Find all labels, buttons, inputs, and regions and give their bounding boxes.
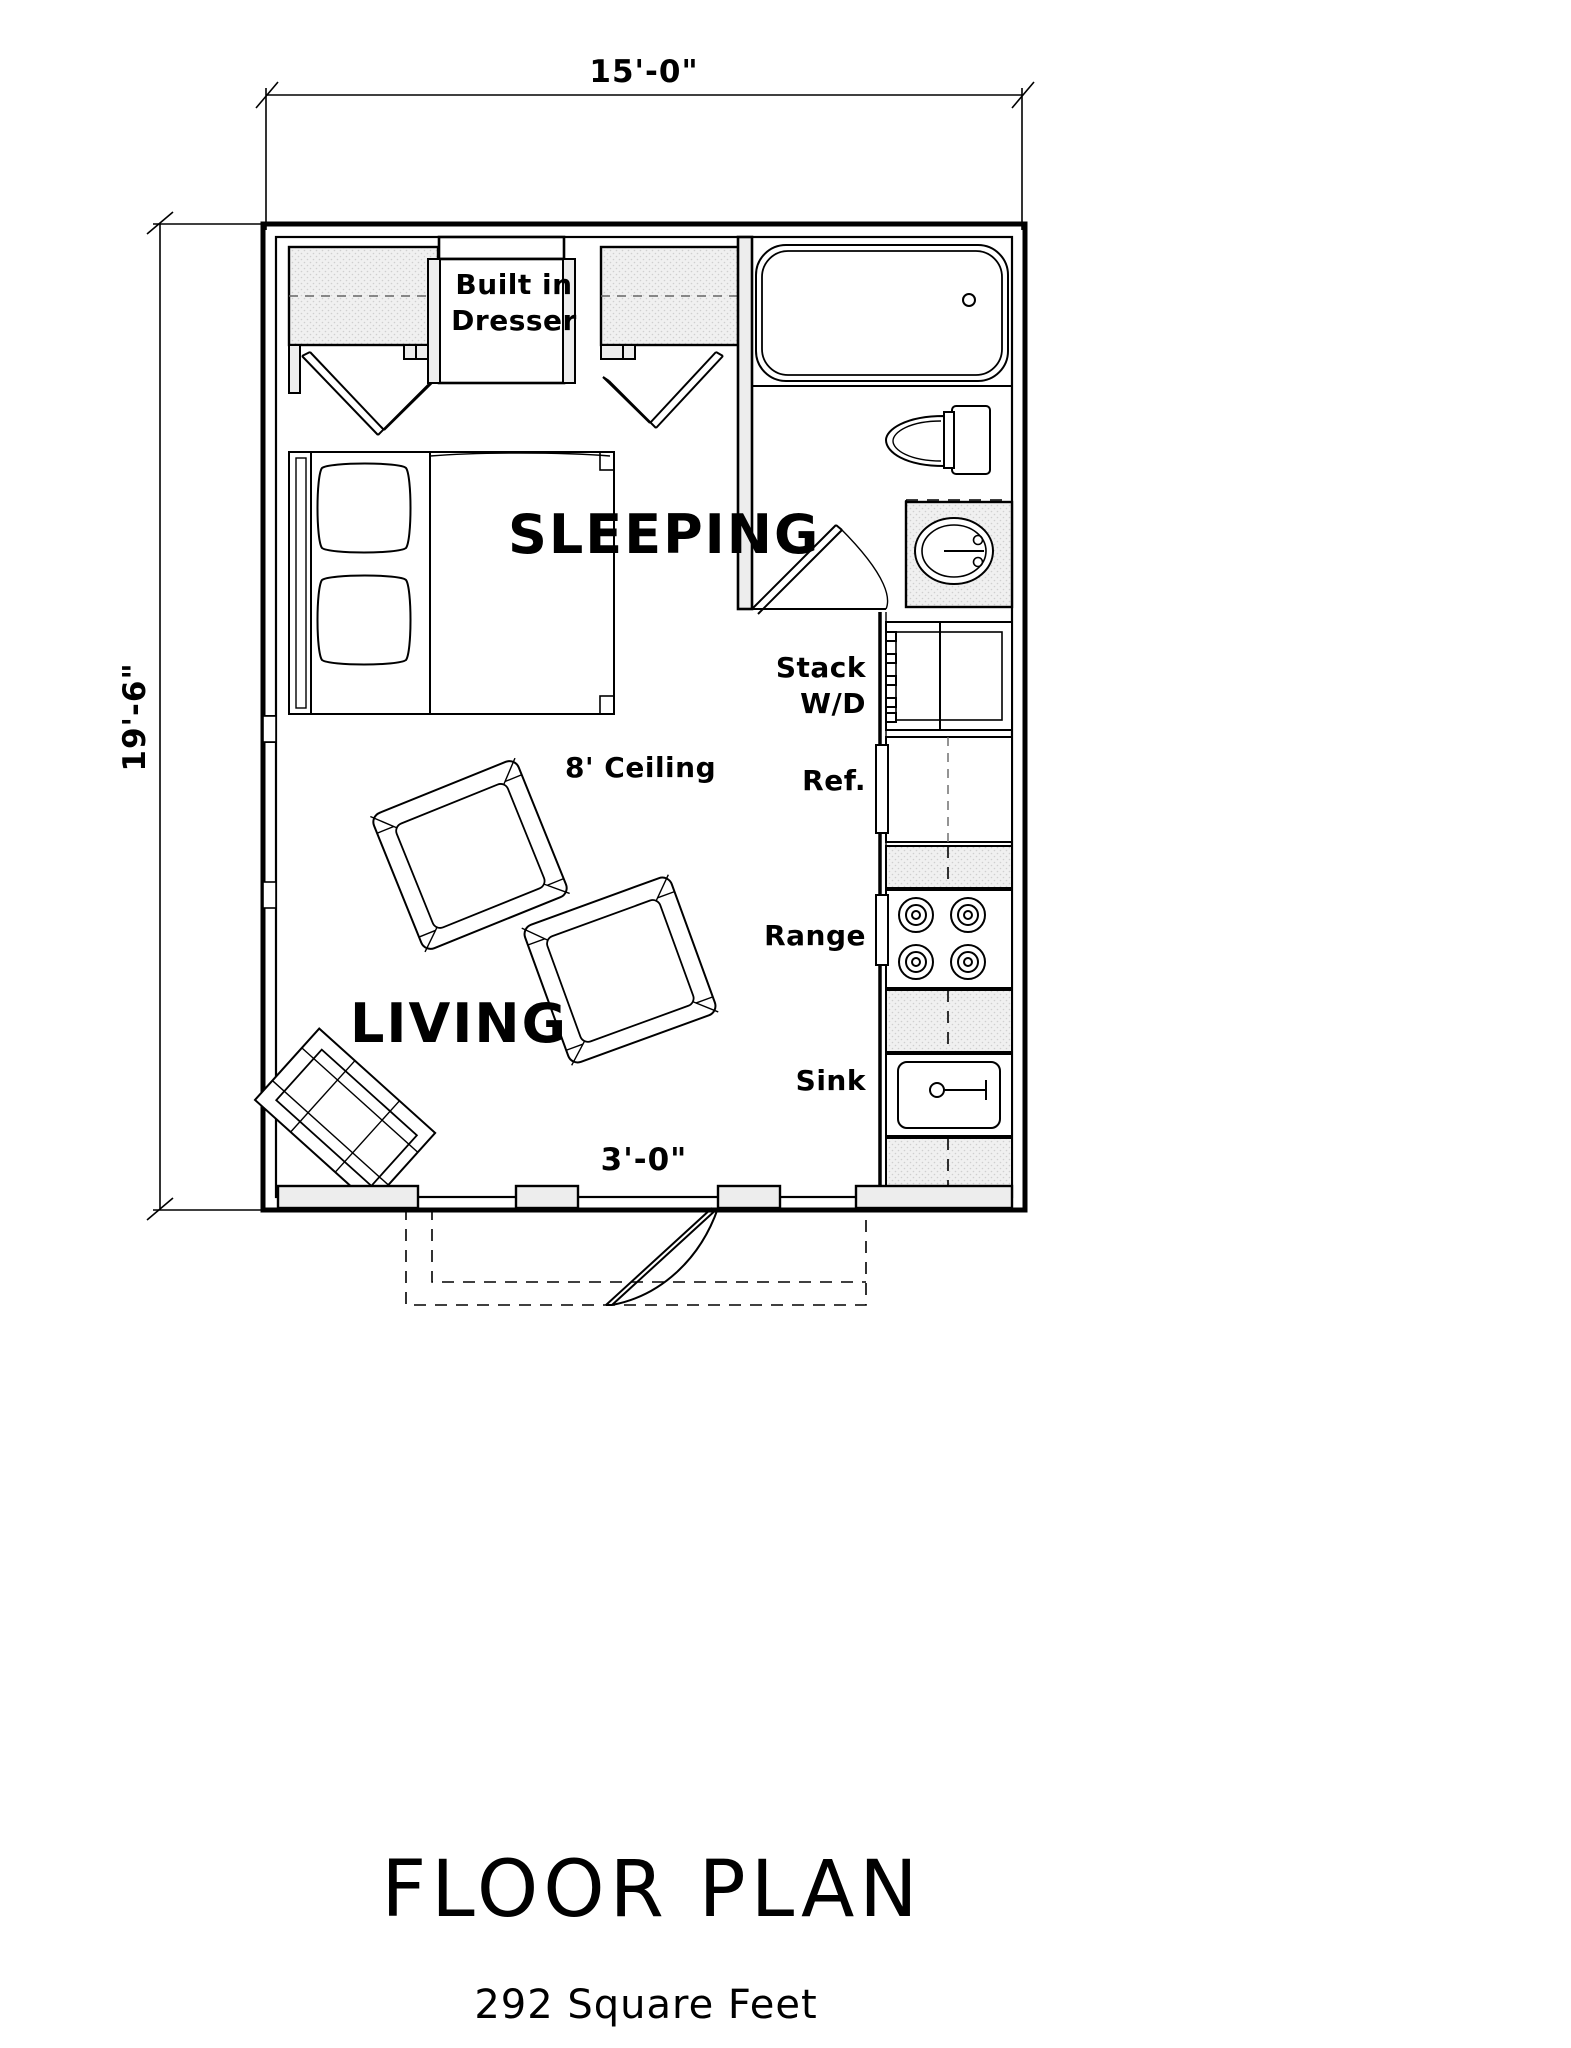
- refrigerator-label: Ref.: [802, 764, 866, 797]
- page-subtitle: 292 Square Feet: [474, 1982, 817, 2028]
- dimension-left: 19'-6": [117, 211, 270, 1221]
- armchair-lower: [521, 874, 719, 1066]
- kitchen-sink: Sink: [796, 1053, 1013, 1137]
- stack-wd-label-line1: Stack: [776, 651, 867, 684]
- sink-label: Sink: [796, 1064, 867, 1097]
- bed: [288, 451, 615, 715]
- bathroom-walls: [736, 235, 1012, 611]
- stack-wd-label-line2: W/D: [800, 687, 866, 720]
- dresser-label-line2: Dresser: [451, 304, 577, 337]
- kitchen-counter-upper: [885, 845, 1013, 889]
- kitchen-counter-mid: [885, 989, 1013, 1053]
- dresser-label-line1: Built in: [455, 268, 572, 301]
- ceiling-note: 8' Ceiling: [565, 751, 716, 784]
- stack-washer-dryer: Stack W/D: [776, 621, 1013, 731]
- range-label: Range: [764, 919, 866, 952]
- dimension-width-label: 15'-0": [589, 54, 698, 90]
- sofa-angled: [253, 1027, 437, 1206]
- bathroom-vanity: [904, 499, 1014, 609]
- bathtub: [755, 244, 1009, 382]
- built-in-dresser: Built in Dresser: [427, 235, 577, 385]
- room-label-sleeping: SLEEPING: [508, 503, 820, 566]
- dimension-height-label: 19'-6": [117, 662, 153, 771]
- front-wall-entry: 3'-0": [276, 1142, 1014, 1306]
- entry-door-dimension-label: 3'-0": [601, 1142, 688, 1178]
- closet-right: [599, 245, 751, 429]
- window-left-upper: [262, 715, 277, 743]
- room-label-living: LIVING: [350, 992, 568, 1055]
- bathroom-door: [751, 524, 889, 615]
- refrigerator: Ref.: [802, 736, 1013, 843]
- dimension-top: 15'-0": [255, 54, 1035, 230]
- toilet: [884, 405, 991, 475]
- page-title: FLOOR PLAN: [381, 1845, 922, 1935]
- armchair-upper: [370, 757, 570, 953]
- window-left-lower: [262, 881, 277, 909]
- range: Range: [764, 889, 1013, 989]
